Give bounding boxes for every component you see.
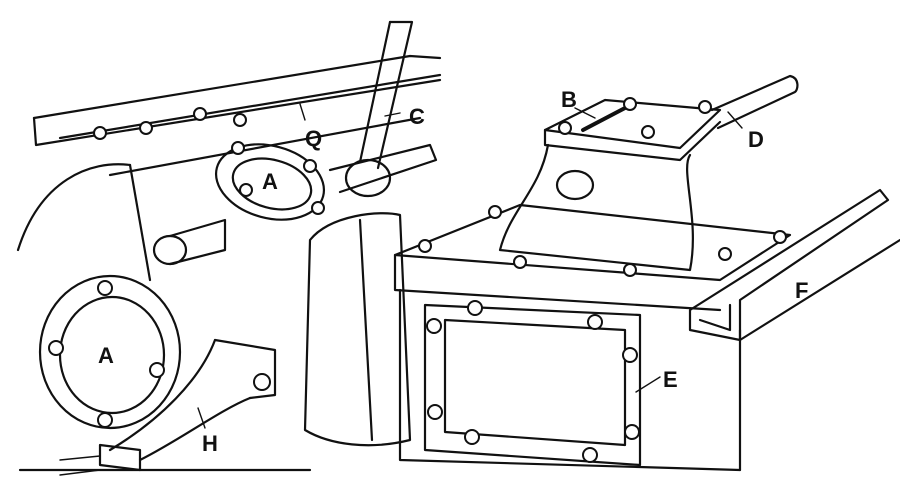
leader-lines [197,103,743,429]
inspection-cover-upper [214,141,326,221]
bracket-h [59,338,277,476]
shift-lever-c [328,20,438,198]
coupling-housing [303,212,412,447]
label-e: E [663,367,678,392]
bell-housing [16,163,312,472]
label-h: H [202,431,218,456]
shift-tower [498,74,799,272]
frame-rail-top [32,54,442,177]
frame-channel-f [688,188,900,342]
label-q: Q [305,126,323,151]
inspection-cover-lower [38,274,182,430]
label-d: D [748,127,764,152]
label-a-upper: A [262,169,278,194]
label-b: B [561,87,577,112]
label-f: F [795,278,809,303]
gearbox-case [393,203,792,472]
side-cover-e [423,300,642,467]
label-c: C [409,104,425,129]
label-a-lower: A [98,343,114,368]
